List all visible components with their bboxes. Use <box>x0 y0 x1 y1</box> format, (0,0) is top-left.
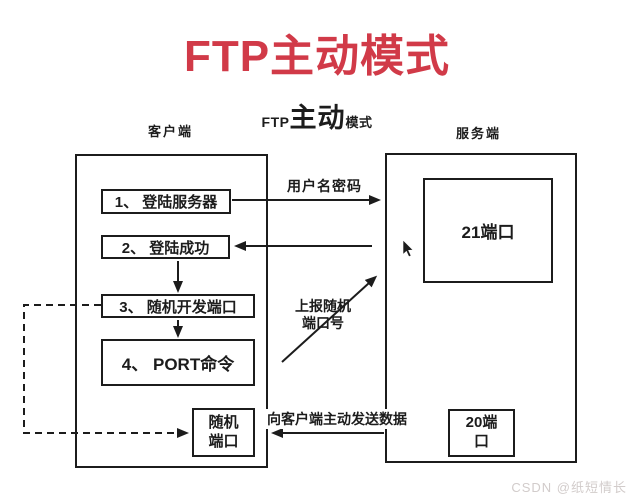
subtitle-emphasis: 主动 <box>289 103 346 133</box>
diagram-subtitle: FTP 主动 模式 <box>0 96 634 135</box>
port-20-line1: 20端 <box>465 414 498 432</box>
label-report-random-port: 上报随机 端口号 <box>288 298 358 332</box>
step-box-random-open-port: 3、 随机开发端口 <box>101 294 255 318</box>
port-20-line2: 口 <box>473 433 489 450</box>
watermark: CSDN @纸短情长 <box>511 480 627 495</box>
random-port-line1: 随机 <box>208 413 239 431</box>
subtitle-prefix: FTP <box>261 114 290 130</box>
step-box-port-command: 4、 PORT命令 <box>101 339 255 386</box>
port-21-box: 21端口 <box>423 178 553 283</box>
subtitle-suffix: 模式 <box>345 115 373 130</box>
server-container-box <box>385 153 577 463</box>
port-20-box: 20端 口 <box>448 409 515 457</box>
label-report-line1: 上报随机 <box>295 298 351 314</box>
step-box-login-success: 2、 登陆成功 <box>101 235 230 259</box>
page-title: FTP主动模式 <box>183 32 451 81</box>
step-box-login-server: 1、 登陆服务器 <box>101 189 231 214</box>
client-zone-label: 客户端 <box>148 124 194 139</box>
random-port-line2: 端口 <box>208 432 239 450</box>
random-port-box: 随机 端口 <box>192 408 255 457</box>
label-send-data: 向客户端主动发送数据 <box>266 409 408 429</box>
label-report-line2: 端口号 <box>302 314 344 331</box>
server-zone-label: 服务端 <box>456 126 502 141</box>
label-login-credentials: 用户名密码 <box>287 178 362 194</box>
